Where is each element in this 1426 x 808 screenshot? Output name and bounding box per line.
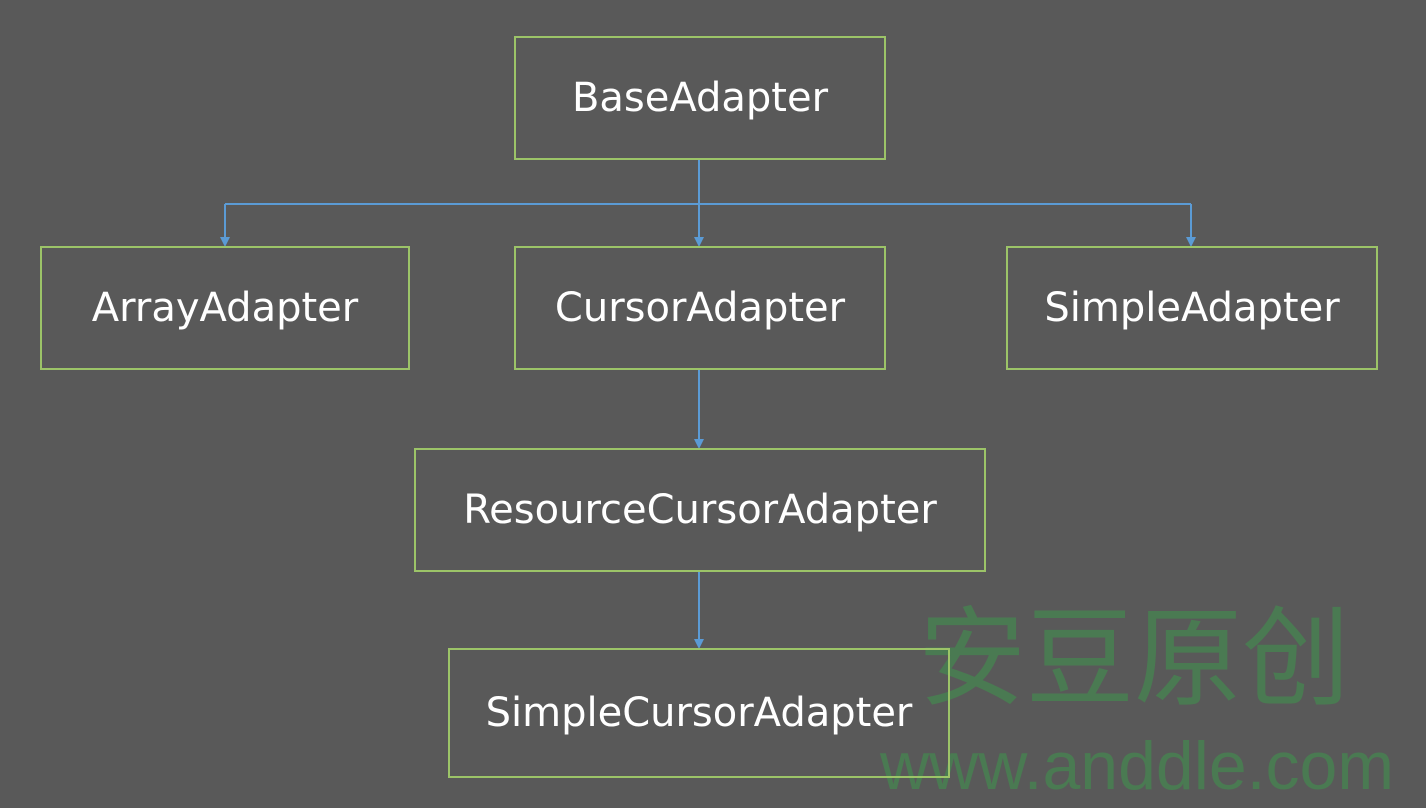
arrowhead-array: [220, 237, 230, 247]
node-simple-adapter: SimpleAdapter: [1006, 246, 1378, 370]
arrowhead-resource: [694, 439, 704, 449]
arrowhead-simple: [1186, 237, 1196, 247]
node-simple-cursor-adapter: SimpleCursorAdapter: [448, 648, 950, 778]
node-cursor-adapter: CursorAdapter: [514, 246, 886, 370]
node-array-adapter: ArrayAdapter: [40, 246, 410, 370]
node-base-adapter: BaseAdapter: [514, 36, 886, 160]
watermark-title: 安豆原创: [918, 597, 1351, 722]
arrowhead-simplecursor: [694, 639, 704, 649]
node-resource-cursor-adapter: ResourceCursorAdapter: [414, 448, 986, 572]
arrowhead-cursor: [694, 237, 704, 247]
watermark-url: www.anddle.com: [880, 728, 1395, 804]
